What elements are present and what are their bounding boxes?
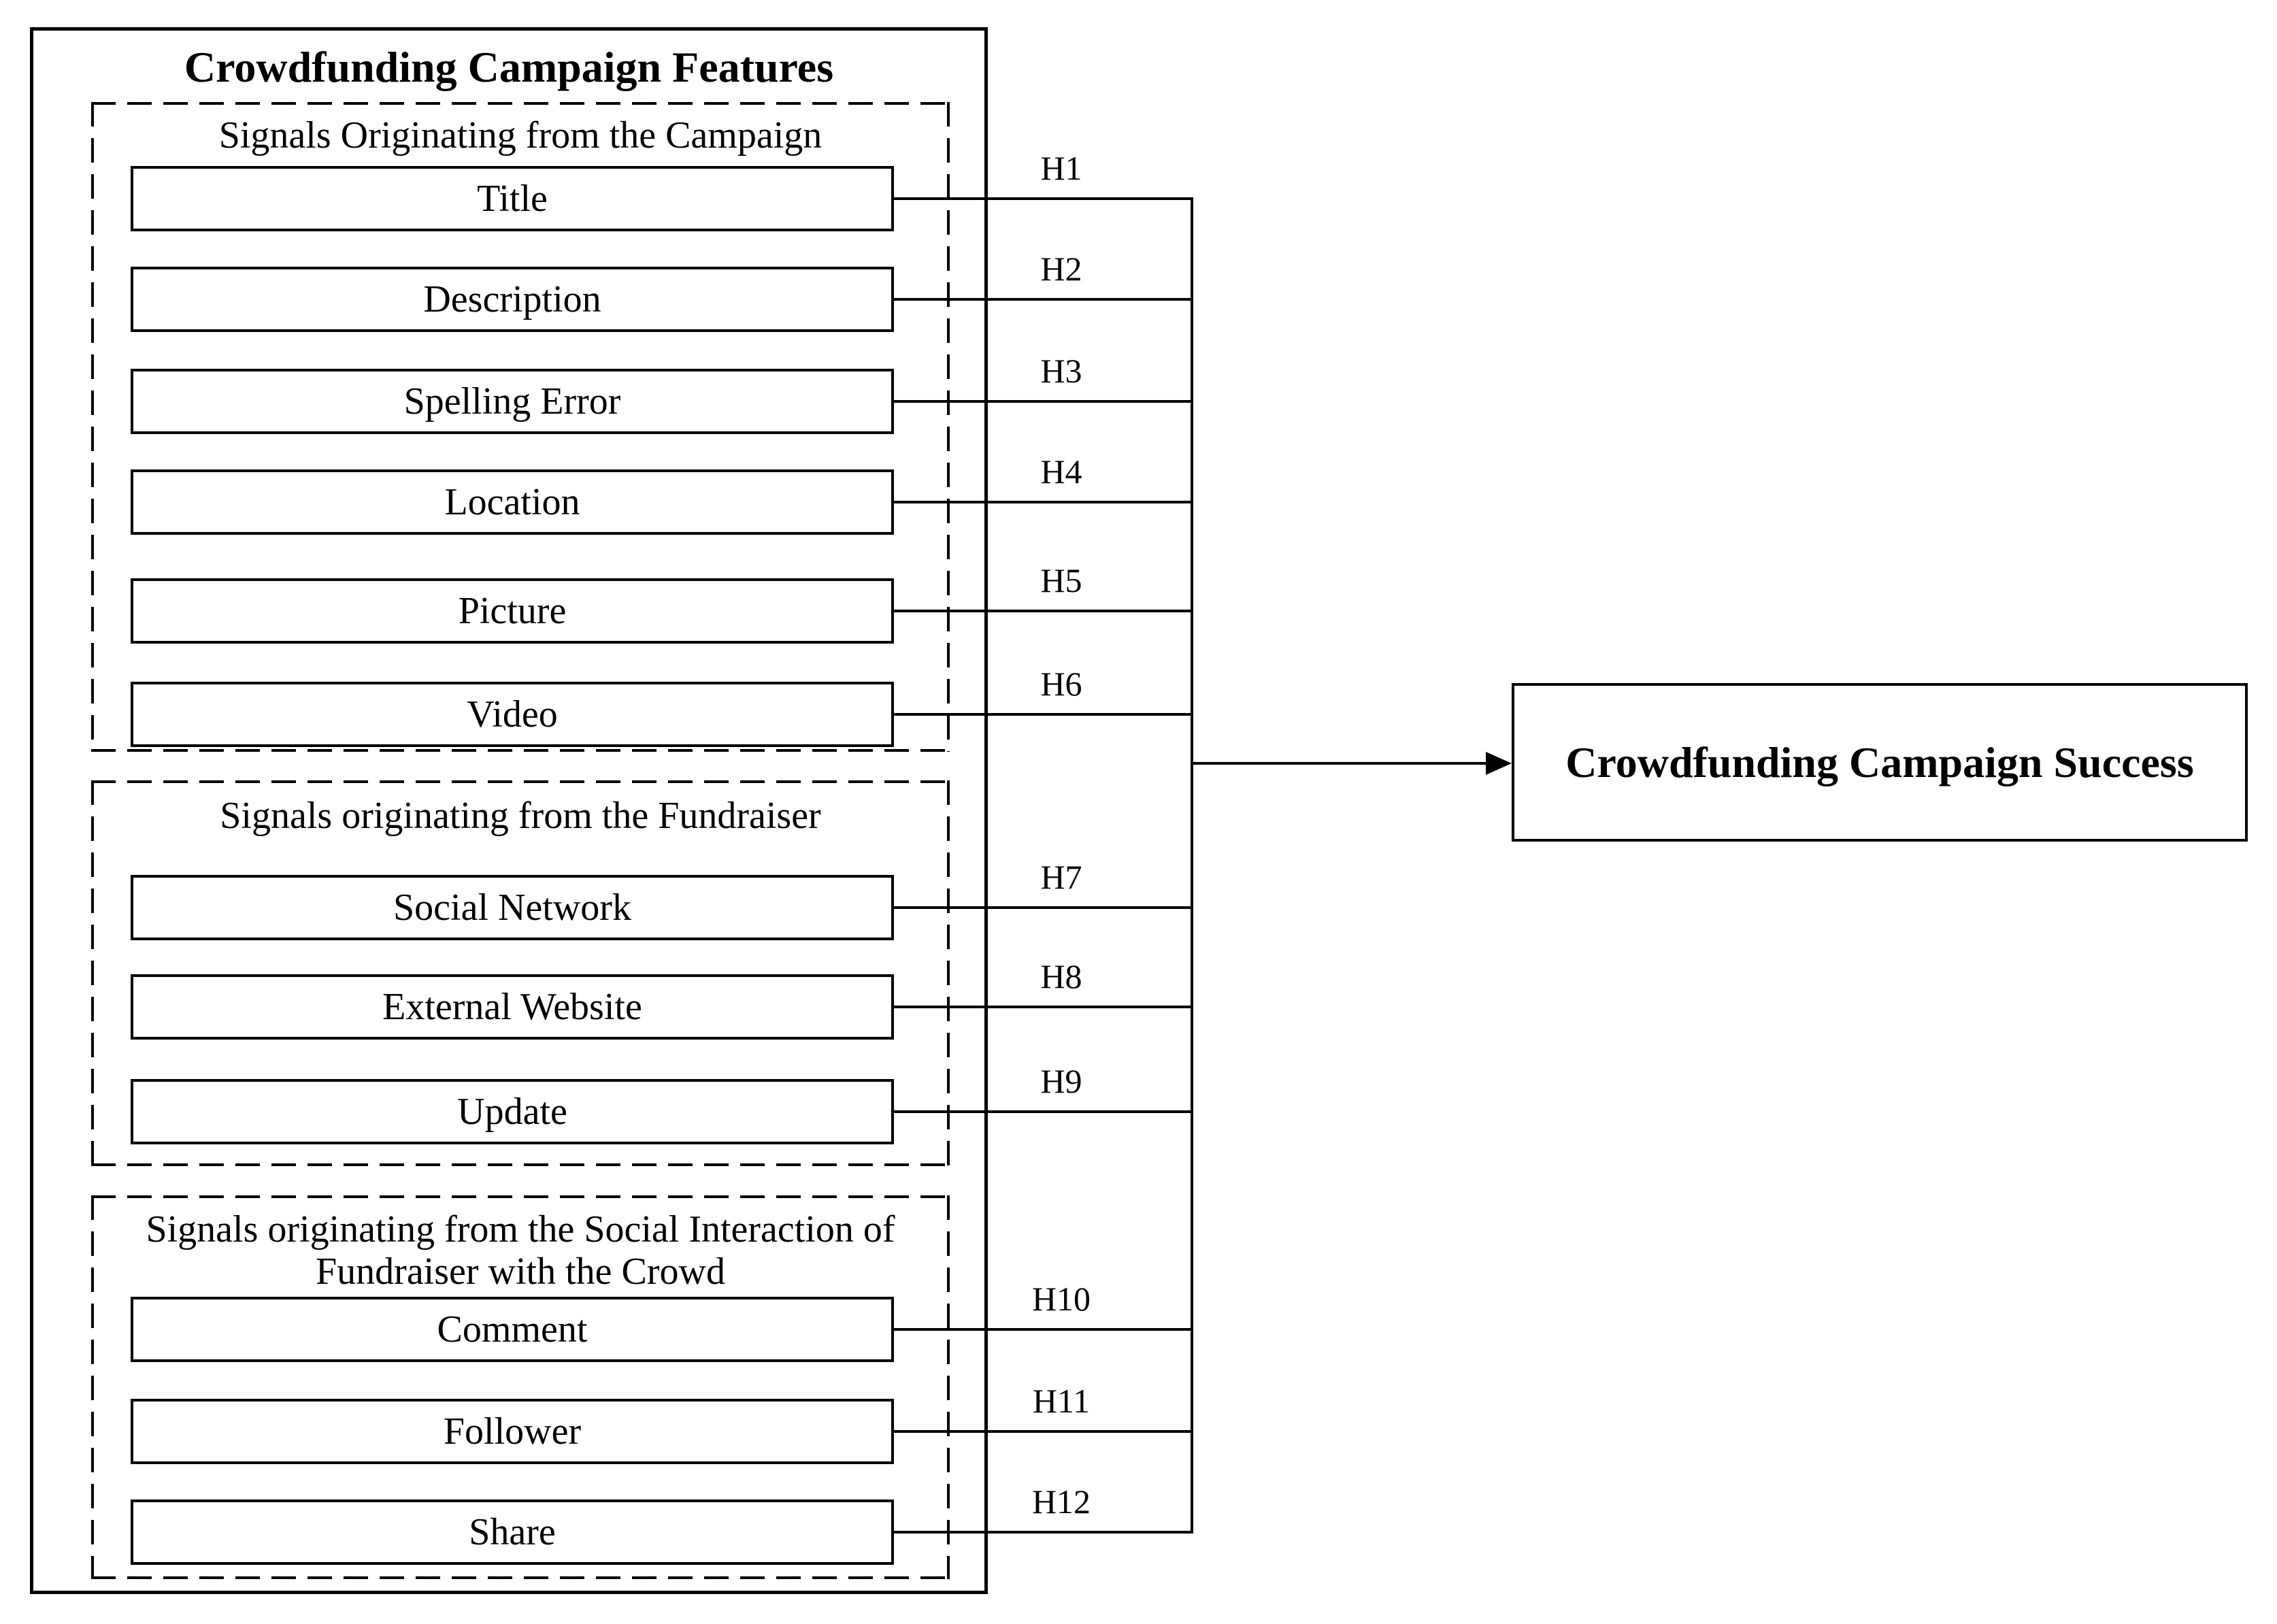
hypothesis-line-h11 <box>894 1430 1192 1433</box>
hypothesis-label-h5: H5 <box>1040 561 1082 599</box>
hypothesis-label-h12: H12 <box>1031 1482 1091 1521</box>
hypothesis-label-h11: H11 <box>1032 1382 1091 1420</box>
section-label-social-interaction-signals: Signals originating from the Social Inte… <box>146 1208 895 1293</box>
feature-box-follower: Follower <box>131 1399 894 1464</box>
feature-box-update: Update <box>131 1079 894 1144</box>
hypothesis-line-h6 <box>894 713 1192 716</box>
campaign-features-panel <box>30 27 988 1594</box>
hypothesis-label-h1: H1 <box>1040 149 1082 187</box>
hypothesis-line-h7 <box>894 906 1192 909</box>
section-label-campaign-signals: Signals Originating from the Campaign <box>218 114 822 156</box>
feature-box-share: Share <box>131 1499 894 1565</box>
arrow-line <box>1192 762 1487 765</box>
feature-box-external-website: External Website <box>131 974 894 1040</box>
hypothesis-label-h7: H7 <box>1040 858 1082 896</box>
hypothesis-line-h10 <box>894 1328 1192 1331</box>
hypothesis-label-h4: H4 <box>1040 452 1082 491</box>
feature-box-description: Description <box>131 267 894 332</box>
arrow-head <box>1486 752 1512 775</box>
feature-box-social-network: Social Network <box>131 875 894 940</box>
outcome-box: Crowdfunding Campaign Success <box>1512 683 2248 842</box>
hypothesis-label-h8: H8 <box>1040 957 1082 995</box>
hypothesis-line-h1 <box>894 197 1192 200</box>
feature-box-picture: Picture <box>131 578 894 644</box>
section-label-fundraiser-signals: Signals originating from the Fundraiser <box>220 795 821 837</box>
feature-box-title: Title <box>131 166 894 231</box>
hypothesis-label-h9: H9 <box>1040 1062 1082 1100</box>
hypothesis-label-h10: H10 <box>1031 1280 1091 1318</box>
hypothesis-label-h2: H2 <box>1040 250 1082 288</box>
feature-box-location: Location <box>131 469 894 535</box>
hypothesis-label-h3: H3 <box>1040 352 1082 390</box>
hypothesis-line-h8 <box>894 1006 1192 1008</box>
hypotheses-bus-line <box>1191 197 1193 1534</box>
feature-box-video: Video <box>131 682 894 747</box>
hypothesis-line-h4 <box>894 501 1192 503</box>
feature-box-spelling-error: Spelling Error <box>131 369 894 434</box>
hypothesis-line-h5 <box>894 610 1192 612</box>
hypothesis-line-h12 <box>894 1531 1192 1534</box>
hypothesis-line-h9 <box>894 1110 1192 1113</box>
hypothesis-label-h6: H6 <box>1040 665 1082 703</box>
hypothesis-line-h3 <box>894 400 1192 403</box>
panel-title: Crowdfunding Campaign Features <box>184 43 834 91</box>
hypothesis-line-h2 <box>894 298 1192 301</box>
feature-box-comment: Comment <box>131 1297 894 1362</box>
